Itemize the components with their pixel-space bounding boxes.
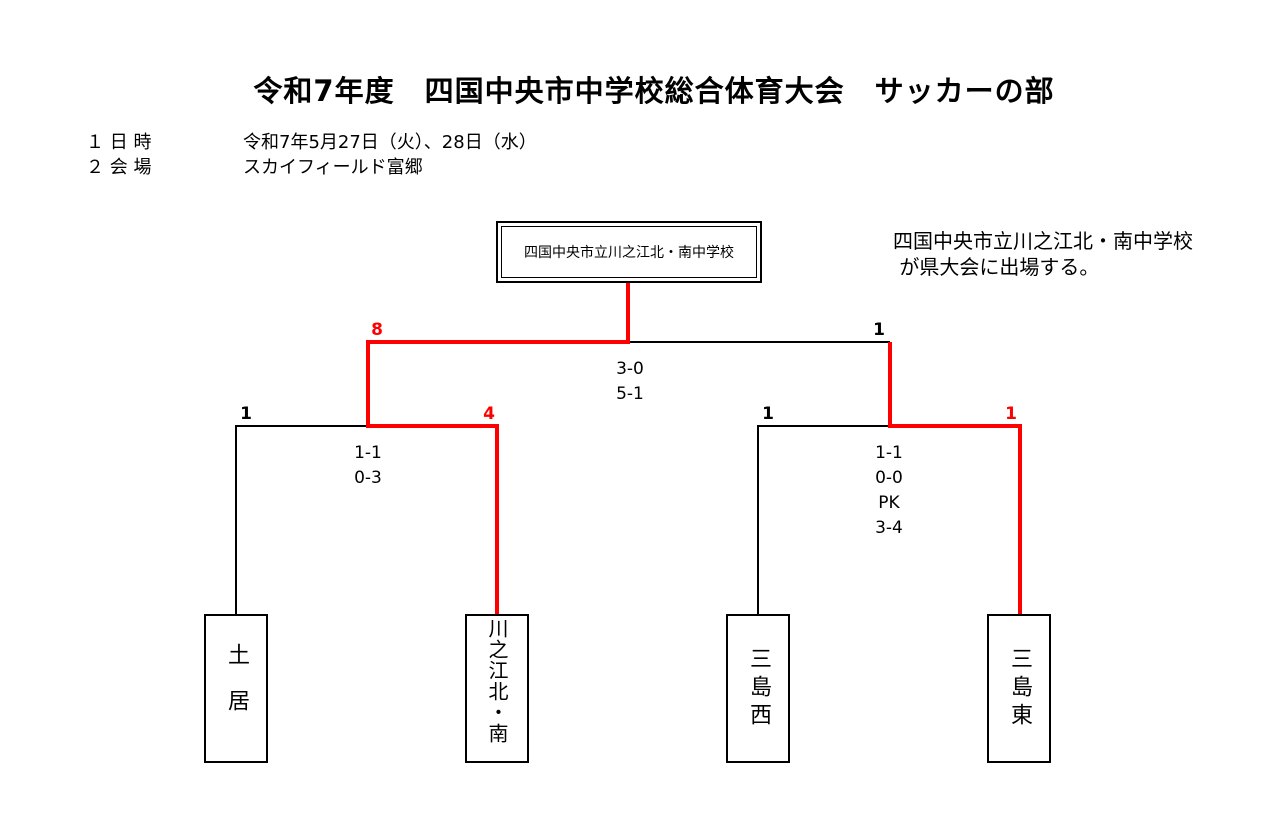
team-mishima-higashi-name: 三島東 [1007,646,1032,731]
page-title: 令和7年度 四国中央市中学校総合体育大会 サッカーの部 [253,74,1055,108]
winner-box: 四国中央市立川之江北・南中学校 [496,221,762,283]
semi-right-detail-3: PK [878,493,900,513]
result-note: 四国中央市立川之江北・南中学校 が県大会に出場する。 [893,229,1193,279]
semi-right-detail: 1-1 0-0 PK 3-4 [849,441,929,541]
semi-left-detail-2: 0-3 [354,468,382,488]
semi-left-detail: 1-1 0-3 [328,441,408,491]
line-mishima-higashi [888,342,1022,614]
info-date-label: １ 日 時 [86,132,152,153]
team-kawanoe-name: 川之江北・南 [485,618,509,744]
line-kawanoe-semi [366,283,630,614]
team-doi-name: 土居 [224,642,249,735]
team-kawanoe: 川之江北・南 [465,614,529,763]
line-mishima-nishi [757,425,890,614]
semi-right-score-higashi: 1 [1005,404,1017,424]
final-score-left: 8 [371,320,383,340]
semi-right-detail-1: 1-1 [875,443,903,463]
team-mishima-higashi: 三島東 [987,614,1051,763]
team-mishima-nishi: 三島西 [726,614,790,763]
semi-right-score-nishi: 1 [762,404,774,424]
info-venue-value: スカイフィールド富郷 [243,157,423,178]
line-doi [235,425,368,614]
info-date-value: 令和7年5月27日（火）、28日（水） [243,132,537,153]
final-detail-2: 5-1 [616,384,644,404]
semi-right-detail-2: 0-0 [875,468,903,488]
info-venue-label: ２ 会 場 [86,157,152,178]
team-doi: 土居 [204,614,268,763]
semi-right-detail-4: 3-4 [875,518,903,538]
team-mishima-nishi-name: 三島西 [746,646,771,731]
semi-left-score-kawanoe: 4 [483,404,495,424]
final-detail-1: 3-0 [616,359,644,379]
final-score-right: 1 [873,320,885,340]
semi-left-detail-1: 1-1 [354,443,382,463]
semi-left-score-doi: 1 [240,404,252,424]
final-detail: 3-0 5-1 [590,357,670,407]
winner-name: 四国中央市立川之江北・南中学校 [501,226,757,278]
